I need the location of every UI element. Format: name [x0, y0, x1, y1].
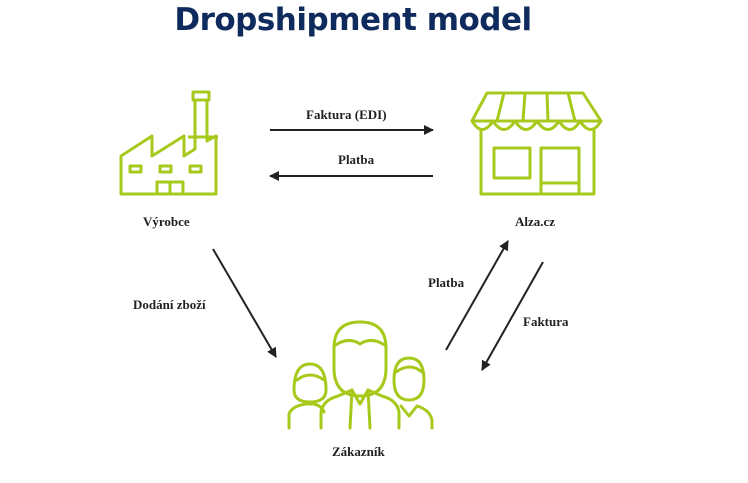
edge-label-payment-from-customer: Platba: [428, 275, 465, 290]
page-title: Dropshipment model: [174, 2, 532, 38]
arrow-invoice-to-customer: [481, 261, 544, 371]
edge-label-invoice-to-customer: Faktura: [523, 314, 569, 329]
shop-icon: [470, 91, 603, 196]
factory-icon: [119, 90, 218, 196]
edge-label-delivery: Dodání zboží: [133, 297, 206, 312]
arrow-delivery: [212, 248, 277, 358]
node-label-customer: Zákazník: [332, 444, 385, 459]
node-label-retailer: Alza.cz: [515, 214, 556, 229]
node-label-manufacturer: Výrobce: [143, 214, 190, 229]
arrow-payment-from-customer: [445, 240, 509, 351]
edge-label-payment-to-manufacturer: Platba: [338, 152, 375, 167]
edge-label-invoice-edi: Faktura (EDI): [306, 107, 387, 122]
people-icon: [287, 320, 434, 430]
